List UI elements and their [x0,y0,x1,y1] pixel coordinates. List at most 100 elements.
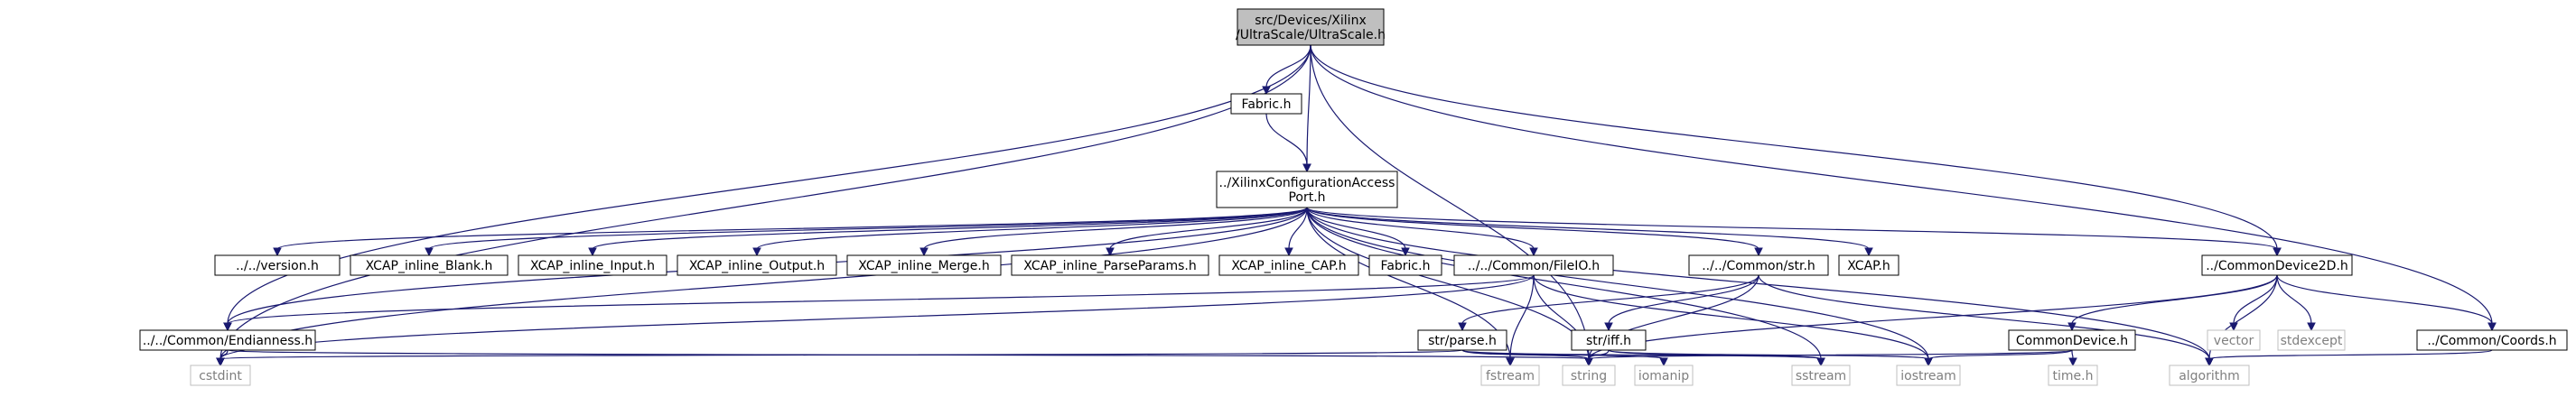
edge-commondevice-to-time [2068,349,2077,367]
edge-line [1306,44,1311,166]
node-commondevice[interactable]: CommonDevice.h [2008,329,2136,351]
node-str[interactable]: ../../Common/str.h [1688,254,1829,276]
node-label: ../../Common/str.h [1702,259,1815,273]
node-label: CommonDevice.h [2016,334,2128,348]
edge-arrowhead [1302,163,1311,173]
node-algorithm: algorithm [2169,365,2250,386]
node-parseparams[interactable]: XCAP_inline_ParseParams.h [1011,254,1209,276]
node-label: stdexcept [2281,334,2343,348]
node-blank[interactable]: XCAP_inline_Blank.h [350,254,509,276]
edge-layer [216,44,2497,367]
node-label: string [1571,369,1607,383]
node-input[interactable]: XCAP_inline_Input.h [518,254,667,276]
node-label: XCAP_inline_ParseParams.h [1023,259,1196,273]
node-endianness[interactable]: ../../Common/Endianness.h [139,329,316,351]
edge-fileio-to-fstream [1506,274,1535,367]
node-version[interactable]: ../../version.h [214,254,341,276]
edge-arrowhead [1458,322,1467,332]
edge-arrowhead [216,357,225,367]
edge-arrowhead [2068,357,2077,367]
edge-line [1306,207,1929,360]
edge-arrowhead [1816,357,1825,367]
node-coords[interactable]: ../Common/Coords.h [2416,329,2568,351]
node-box [1838,254,1899,276]
edge-line [756,207,1308,250]
node-cstdint: cstdint [190,365,251,386]
edge-xcap-to-cd2d [1306,207,2282,257]
edge-line [1509,274,1535,360]
edge-xcap-to-output [752,207,1308,257]
edge-cd2d-to-algorithm [2205,274,2278,367]
node-box [1417,329,1507,351]
edge-xcap-to-fabric_mid [1306,207,1410,257]
edge-line [923,207,1308,250]
node-box [1218,254,1359,276]
node-box [2277,329,2346,351]
node-merge[interactable]: XCAP_inline_Merge.h [846,254,1002,276]
edge-line [1927,349,2073,360]
edge-xcap-to-merge [919,207,1308,257]
node-fabric_top[interactable]: Fabric.h [1230,93,1302,115]
node-box [1571,329,1647,351]
node-vector: vector [2207,329,2261,351]
edge-arrowhead [1506,357,1515,367]
node-box [1896,365,1961,386]
edge-fabric_top-to-xcap [1265,113,1311,173]
node-box [2201,254,2353,276]
edge-cd2d-to-string [1584,274,2278,367]
edge-arrowhead [2487,322,2497,332]
node-label: XCAP_inline_Input.h [530,259,655,273]
edge-root-to-endianness [223,44,1311,332]
edge-strparse-to-sstream [1461,349,1825,367]
edge-commondevice-to-iostream [1924,349,2073,367]
node-label: XCAP.h [1847,259,1890,273]
edge-line [1461,274,1759,325]
node-label: XCAP_inline_Output.h [689,259,825,273]
edge-line [1310,44,2493,325]
node-label: iostream [1900,369,1956,383]
node-label: Fabric.h [1381,259,1431,273]
node-output[interactable]: XCAP_inline_Output.h [677,254,837,276]
edge-arrowhead [1864,247,1873,257]
edge-strparse-to-iomanip [1461,349,1668,367]
node-root[interactable]: src/Devices/Xilinx/UltraScale/UltraScale… [1236,8,1386,46]
edge-line [1310,44,2278,250]
edge-arrowhead [919,247,929,257]
edge-arrowhead [223,322,232,332]
edge-line [1288,207,1308,250]
edge-xcap-to-input [588,207,1308,257]
edge-commondevice-to-string [1584,349,2073,367]
node-box [518,254,667,276]
node-label: Fabric.h [1242,97,1292,112]
node-iostream: iostream [1896,365,1961,386]
edge-coords-to-algorithm [2205,349,2493,367]
node-box [2008,329,2136,351]
node-fabric_mid[interactable]: Fabric.h [1368,254,1442,276]
edge-line [219,207,1308,360]
node-cap[interactable]: XCAP_inline_CAP.h [1218,254,1359,276]
edge-str-to-string [1584,274,1759,367]
node-box [2048,365,2098,386]
node-label: XCAP_inline_Blank.h [366,259,493,273]
edge-line [2208,349,2493,360]
edge-xcap-to-parseparams [1106,207,1308,257]
edge-arrowhead [1604,322,1613,332]
node-fileio[interactable]: ../../Common/FileIO.h [1453,254,1614,276]
node-label: vector [2214,334,2254,348]
edge-line [219,349,1463,360]
edge-cd2d-to-commondevice [2067,274,2278,332]
node-label: ../CommonDevice2D.h [2206,259,2348,273]
node-fstream: fstream [1480,365,1540,386]
node-sstream: sstream [1791,365,1851,386]
edge-line [2276,274,2312,325]
node-label: XCAP_inline_Merge.h [858,259,989,273]
edge-xcap-to-cap [1284,207,1308,257]
edge-line [219,44,1311,360]
node-cd2d[interactable]: ../CommonDevice2D.h [2201,254,2353,276]
node-strparse[interactable]: str/parse.h [1417,329,1507,351]
edge-line [1588,274,2278,360]
node-striff[interactable]: str/iff.h [1571,329,1647,351]
node-xcaph[interactable]: XCAP.h [1838,254,1899,276]
